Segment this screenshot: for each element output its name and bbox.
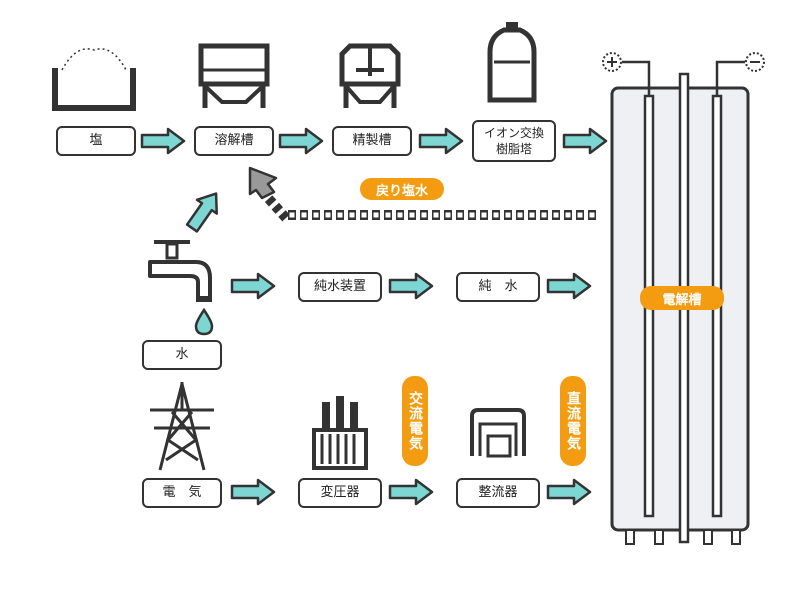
arrow-purify-to-ion — [418, 127, 464, 155]
box-water: 水 — [142, 340, 222, 370]
label-ion-exchange: イオン交換 樹脂塔 — [483, 126, 544, 156]
arrow-device-to-purewater — [388, 272, 434, 300]
ion-exchange-tower-icon — [487, 22, 537, 103]
label-water: 水 — [175, 347, 189, 362]
purification-tank-icon — [339, 43, 401, 108]
label-salt: 塩 — [89, 133, 103, 148]
arrow-transformer-to-rectifier — [388, 478, 434, 506]
faucet-icon — [148, 240, 214, 336]
rectifier-icon — [470, 408, 526, 458]
return-brine-line — [248, 166, 600, 222]
box-purification-tank: 精製槽 — [332, 126, 412, 156]
dissolving-tank-icon — [198, 43, 270, 108]
arrow-elec-to-transformer — [230, 478, 276, 506]
box-electricity: 電 気 — [142, 478, 222, 508]
tag-return-brine: 戻り塩水 — [360, 178, 444, 200]
box-ion-exchange: イオン交換 樹脂塔 — [472, 120, 556, 162]
arrow-salt-to-dissolve — [140, 127, 186, 155]
box-transformer: 変圧器 — [298, 478, 382, 508]
label-ac-current: 交流電気 — [407, 391, 423, 451]
label-rectifier: 整流器 — [478, 485, 518, 500]
box-pure-water: 純 水 — [456, 272, 540, 302]
label-electricity: 電 気 — [162, 485, 202, 500]
arrow-water-to-device — [230, 272, 276, 300]
salt-bowl-icon — [52, 48, 136, 111]
label-return-brine: 戻り塩水 — [375, 183, 428, 199]
label-purification-tank: 精製槽 — [352, 133, 392, 148]
label-dissolving-tank: 溶解槽 — [214, 133, 254, 148]
power-tower-icon — [150, 382, 214, 471]
arrow-ion-to-tank — [562, 127, 608, 155]
label-dc-current: 直流電気 — [565, 391, 581, 451]
label-pure-water: 純 水 — [478, 279, 518, 294]
plus-icon — [602, 52, 622, 72]
minus-icon — [745, 52, 765, 72]
tag-ac-current: 交流電気 — [402, 376, 428, 466]
box-dissolving-tank: 溶解槽 — [194, 126, 274, 156]
label-transformer: 変圧器 — [320, 485, 360, 500]
arrow-water-to-dissolve — [180, 185, 228, 237]
transformer-icon — [312, 396, 368, 470]
arrow-rectifier-to-tank — [546, 478, 592, 506]
tag-dc-current: 直流電気 — [560, 376, 586, 466]
label-pure-water-device: 純水装置 — [313, 279, 366, 294]
arrow-dissolve-to-purify — [278, 127, 324, 155]
arrow-purewater-to-tank — [546, 272, 592, 300]
label-electrolyzer: 電解槽 — [662, 292, 702, 308]
box-pure-water-device: 純水装置 — [298, 272, 382, 302]
box-rectifier: 整流器 — [456, 478, 540, 508]
tag-electrolyzer: 電解槽 — [640, 286, 724, 310]
box-salt: 塩 — [56, 126, 136, 156]
